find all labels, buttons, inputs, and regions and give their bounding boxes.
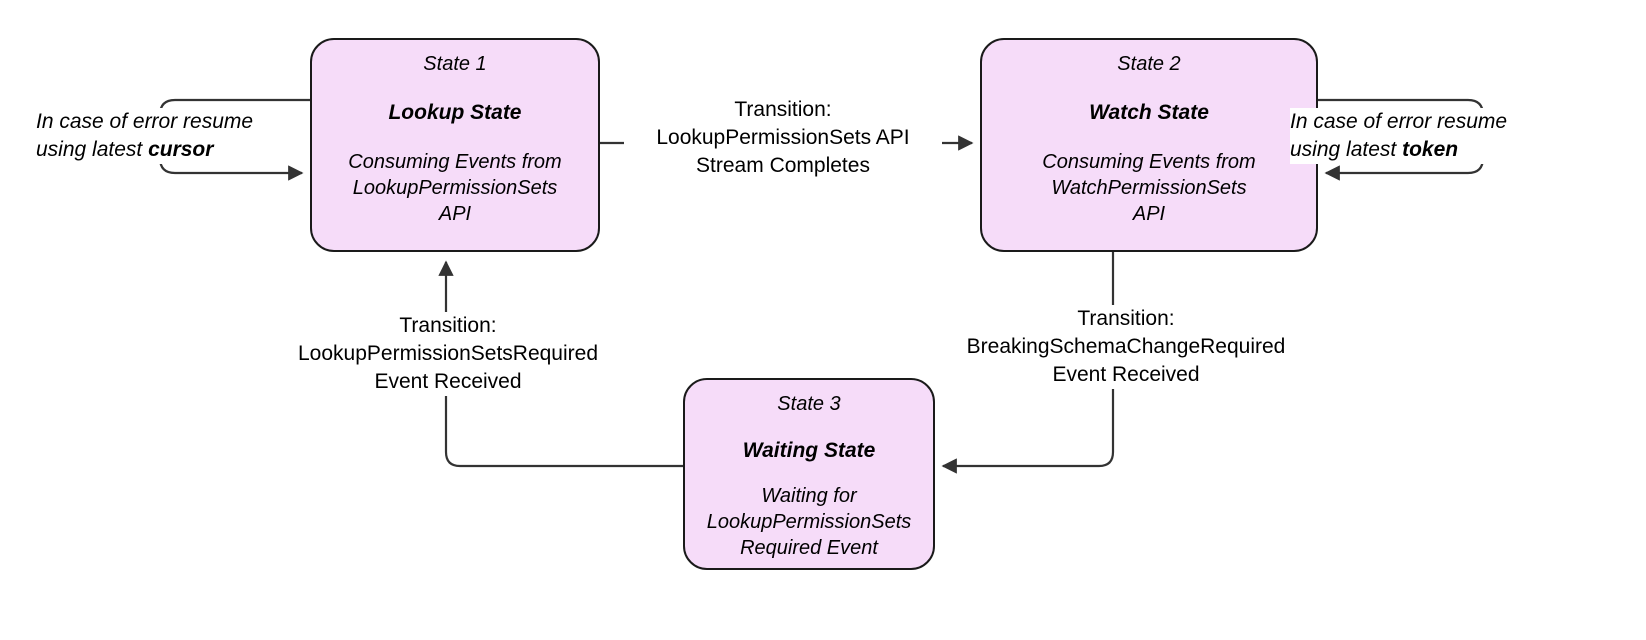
note-emphasis: token	[1402, 138, 1459, 161]
state-node-waiting[interactable]: State 3 Waiting State Waiting for Lookup…	[683, 378, 935, 570]
note-emphasis: cursor	[148, 138, 214, 161]
state-node-description: Consuming Events from LookupPermissionSe…	[348, 151, 562, 225]
state-node-lookup[interactable]: State 1 Lookup State Consuming Events fr…	[310, 38, 600, 252]
state-node-title: Lookup State	[388, 101, 522, 124]
state-node-title: Waiting State	[742, 439, 876, 462]
state-node-watch[interactable]: State 2 Watch State Consuming Events fro…	[980, 38, 1318, 252]
state-node-description: Waiting for LookupPermissionSets Require…	[706, 485, 912, 559]
edge-state2-to-state3	[941, 252, 1115, 474]
state-node-id: State 1	[423, 53, 487, 75]
note-text: In case of error resume using latest	[1290, 110, 1508, 161]
state-node-id: State 3	[777, 393, 841, 415]
edge-state3-to-state1	[438, 260, 683, 468]
state-node-title: Watch State	[1089, 101, 1209, 124]
edge-label-state1-to-state2: Transition: LookupPermissionSets API Str…	[624, 96, 942, 180]
note-state1-error-resume: In case of error resume using latest cur…	[36, 108, 286, 164]
edge-label-state2-to-state3: Transition: BreakingSchemaChangeRequired…	[940, 305, 1312, 389]
state-node-id: State 2	[1117, 53, 1181, 75]
state-node-description: Consuming Events from WatchPermissionSet…	[1042, 151, 1256, 225]
note-text: In case of error resume using latest	[36, 110, 254, 161]
note-state2-error-resume: In case of error resume using latest tok…	[1290, 108, 1540, 164]
edge-label-state3-to-state1: Transition: LookupPermissionSetsRequired…	[268, 312, 628, 396]
